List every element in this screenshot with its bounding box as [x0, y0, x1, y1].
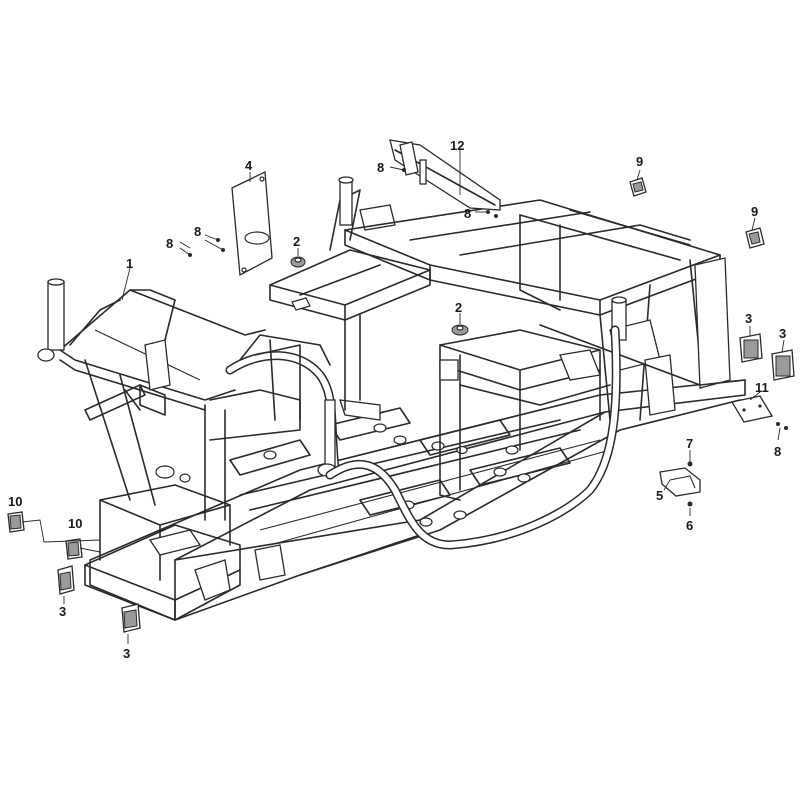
part-2-grommet-left [290, 256, 306, 268]
part-3-cap-rear-a [739, 333, 763, 363]
callout-labels: 1 2 2 3 3 3 3 4 5 6 7 8 8 8 8 8 9 9 10 1… [8, 138, 786, 661]
rear-upper-cage [344, 199, 746, 421]
front-lower-box [84, 484, 286, 621]
callout-6: 6 [686, 518, 693, 533]
part-2-grommet-right [451, 324, 469, 336]
leader-lines [21, 150, 785, 644]
mid-seat-frame [269, 176, 431, 411]
callout-11: 11 [755, 380, 769, 395]
part-10-cap-a [7, 511, 25, 533]
part-8-bolts-right [776, 422, 788, 430]
callout-10-a: 10 [8, 494, 22, 509]
rear-lower-box [439, 329, 611, 501]
callout-3-b: 3 [779, 326, 786, 341]
part-11-bracket [730, 395, 774, 423]
callout-4: 4 [245, 158, 253, 173]
callout-3-c: 3 [59, 604, 66, 619]
callout-9-a: 9 [636, 154, 643, 169]
callout-10-b: 10 [68, 516, 82, 531]
center-support [209, 334, 381, 477]
callout-8-c: 8 [377, 160, 384, 175]
part-4-plate [231, 171, 273, 277]
part-3-cap-front-a [57, 565, 75, 595]
callout-2-b: 2 [455, 300, 462, 315]
front-upper-cage [37, 278, 266, 521]
part-5-bracket [659, 467, 701, 497]
part-3-cap-rear-b [771, 349, 795, 381]
part-9-cap-right [745, 227, 765, 249]
part-7-nut [687, 461, 693, 467]
callout-7: 7 [686, 436, 693, 451]
callout-8-a: 8 [166, 236, 173, 251]
part-8-bolts-top [402, 168, 498, 218]
callout-9-b: 9 [751, 204, 758, 219]
callout-8-d: 8 [464, 206, 471, 221]
callout-2-a: 2 [293, 234, 300, 249]
callout-12: 12 [450, 138, 464, 153]
callout-3-a: 3 [745, 311, 752, 326]
part-3-cap-front-b [121, 603, 141, 633]
main-frame [37, 139, 746, 621]
part-6-bolt [687, 501, 693, 507]
callout-1: 1 [126, 256, 133, 271]
callout-3-d: 3 [123, 646, 130, 661]
rear-rack-rail [389, 139, 501, 211]
callout-8-e: 8 [774, 444, 781, 459]
callout-8-b: 8 [194, 224, 201, 239]
part-10-cap-b [65, 538, 83, 560]
callout-5: 5 [656, 488, 663, 503]
rear-loop-tube [325, 325, 621, 550]
part-9-cap-top [629, 177, 647, 197]
